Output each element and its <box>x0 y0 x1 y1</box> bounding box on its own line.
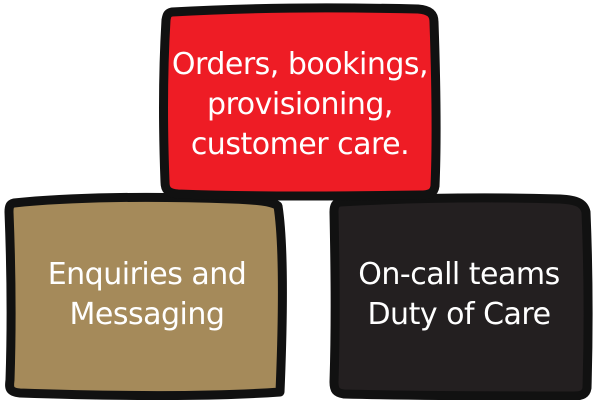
orders-block-line-3: customer care. <box>190 127 410 162</box>
on-call-block-line-2: Duty of Care <box>367 297 551 332</box>
on-call-block-label: On-call teams Duty of Care <box>330 220 588 370</box>
orders-block-line-2: provisioning, <box>207 87 393 122</box>
orders-block-label: Orders, bookings, provisioning, customer… <box>170 25 430 185</box>
on-call-block <box>329 193 593 400</box>
enquiries-block-line-1: Enquiries and <box>47 257 247 292</box>
orders-block <box>159 3 441 201</box>
enquiries-block-label: Enquiries and Messaging <box>18 220 276 370</box>
on-call-block-line-1: On-call teams <box>358 257 560 292</box>
orders-block-line-1: Orders, bookings, <box>171 47 429 82</box>
enquiries-block-line-2: Messaging <box>69 297 225 332</box>
